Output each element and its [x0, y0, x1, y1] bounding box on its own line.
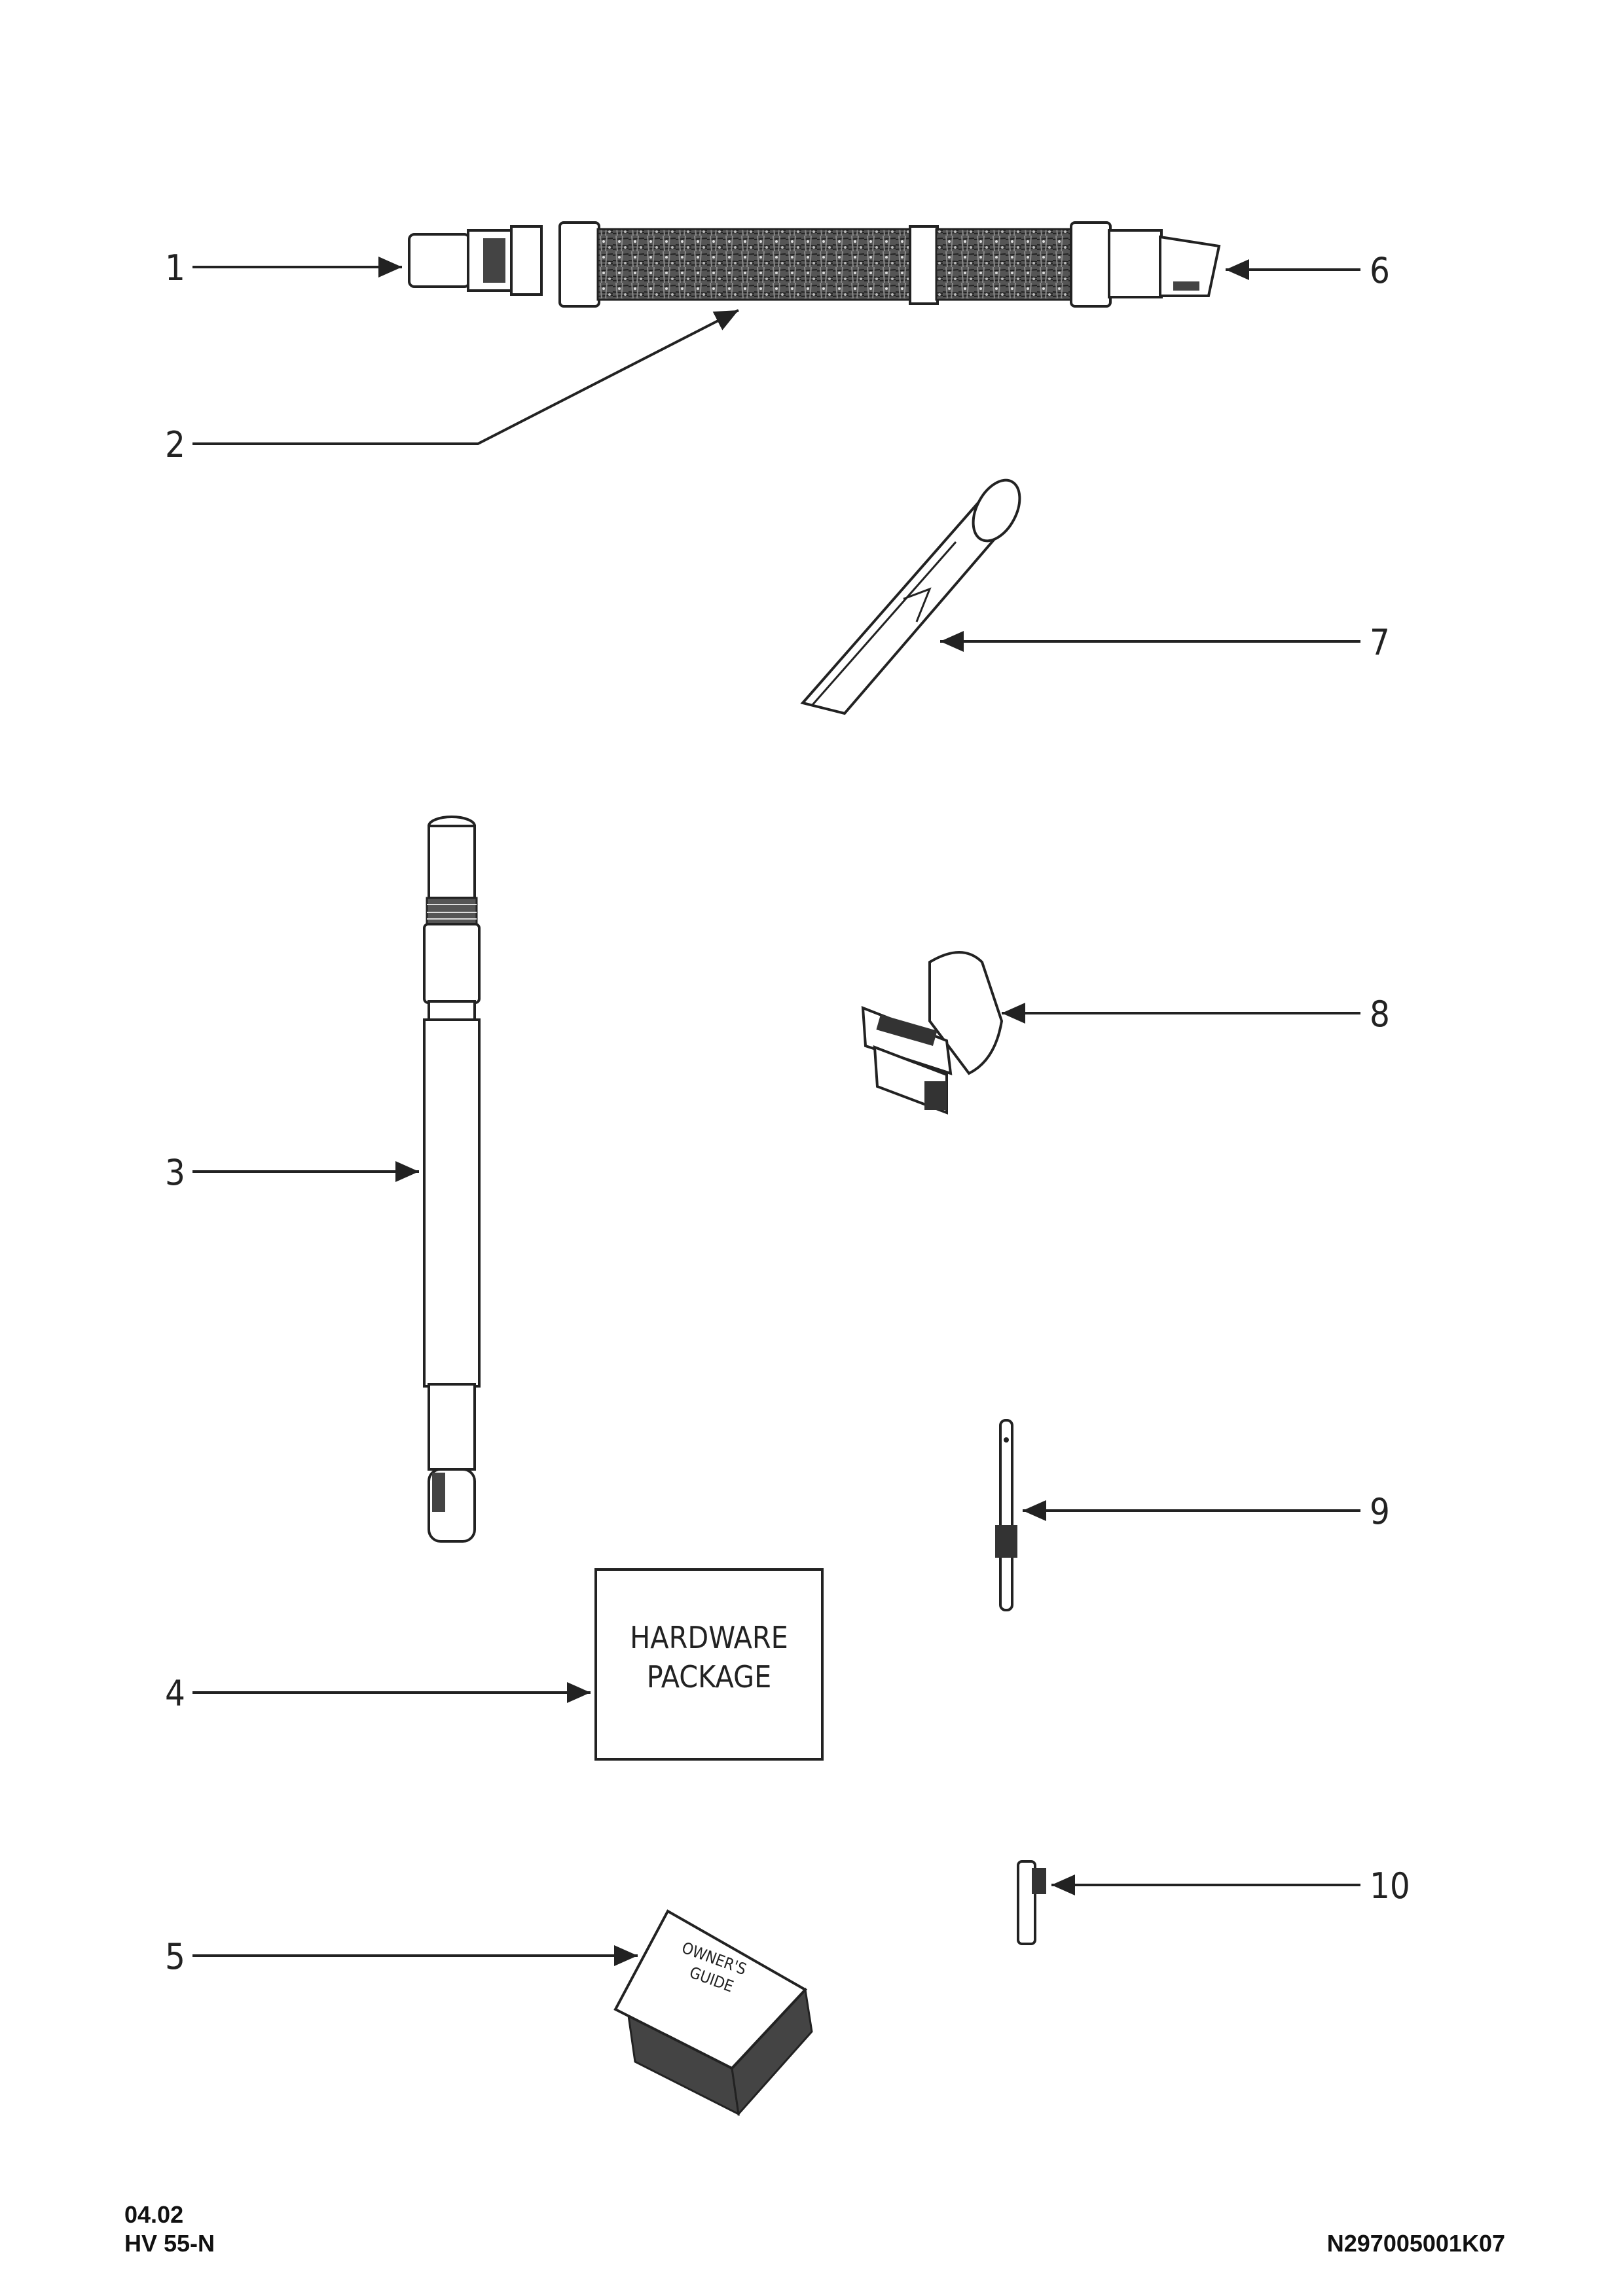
callout-5: 5: [165, 1936, 185, 1977]
footer-part-number: N297005001K07: [1326, 2230, 1505, 2257]
callout-1: 1: [165, 247, 185, 289]
owners-guide-part: OWNER'S GUIDE: [613, 1909, 813, 2117]
leader-2: [192, 309, 739, 445]
slide-part: [995, 1419, 1017, 1611]
callout-7: 7: [1370, 622, 1390, 663]
upholstery-tool-part: [861, 951, 1004, 1115]
footer-left: 04.02 HV 55-N: [124, 2200, 215, 2258]
hardware-package-part: HARDWARE PACKAGE: [594, 1568, 824, 1761]
callout-3: 3: [165, 1152, 185, 1193]
callout-10: 10: [1370, 1865, 1410, 1907]
hose-part: [408, 221, 1221, 308]
extension-wand-part: [423, 816, 481, 1543]
callout-6: 6: [1370, 250, 1390, 291]
hardware-box-line2: PACKAGE: [647, 1659, 771, 1695]
callout-2: 2: [165, 424, 185, 465]
callout-4: 4: [165, 1673, 185, 1714]
footer-date: 04.02: [124, 2201, 184, 2228]
callout-8: 8: [1370, 994, 1390, 1035]
footer-model: HV 55-N: [124, 2230, 215, 2257]
hardware-box-line1: HARDWARE: [630, 1620, 788, 1655]
clip-part: [1017, 1860, 1046, 1945]
crevice-tool-part: [800, 478, 1021, 715]
callout-9: 9: [1370, 1491, 1390, 1532]
